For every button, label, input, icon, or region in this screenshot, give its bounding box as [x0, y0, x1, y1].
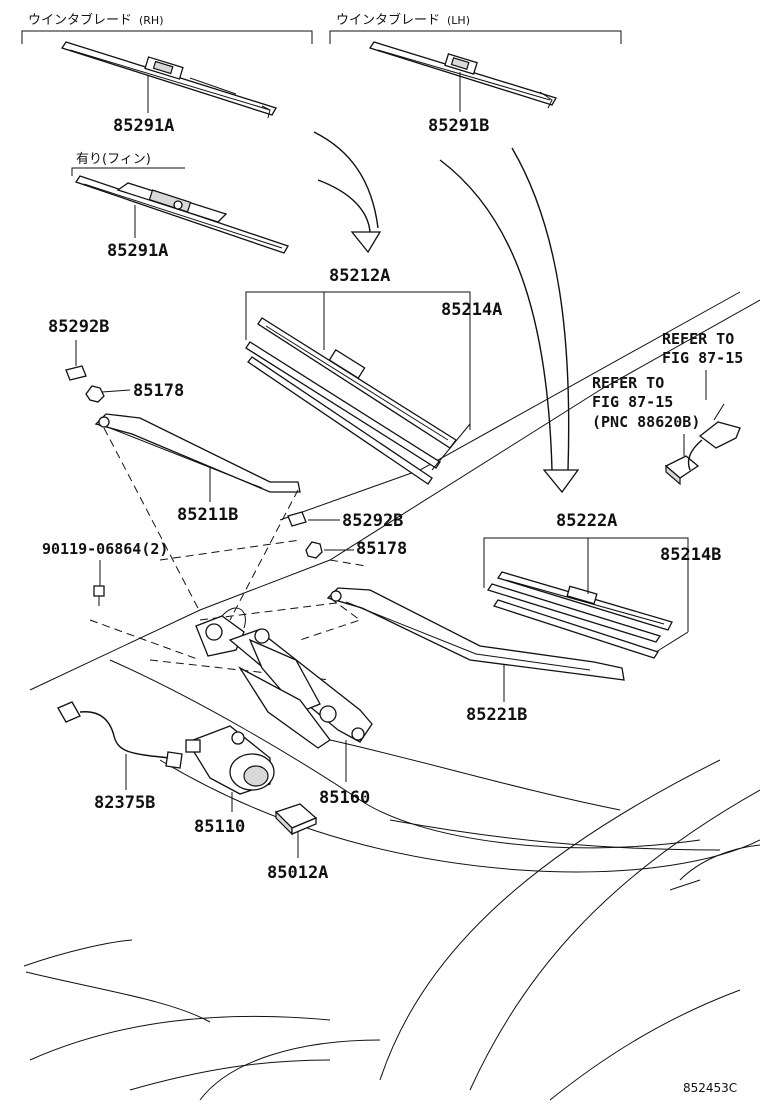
refer-note-1-line2: FIG 87-15	[662, 349, 743, 367]
part-85222A: 85222A	[556, 511, 617, 531]
wiper-arm-rh	[94, 413, 301, 493]
winter-blade-lh	[368, 41, 557, 112]
part-85214B: 85214B	[660, 545, 721, 565]
bracket-85222A	[483, 537, 689, 632]
part-85012A: 85012A	[267, 863, 328, 883]
part-82375B: 82375B	[94, 793, 155, 813]
wiper-arm-lh	[326, 587, 625, 681]
lh-blade-label: ウインタブレード	[336, 12, 440, 28]
washer-nozzle	[664, 455, 700, 486]
lh-blade-suffix: (LH)	[447, 14, 470, 27]
refer-note-2-line2: FIG 87-15	[592, 393, 673, 411]
with-fin-label: 有り(フィン)	[76, 152, 151, 167]
part-85214A: 85214A	[441, 300, 502, 320]
rh-blade-header: ウインタブレード (RH)	[21, 12, 313, 44]
refer-note-2-line3: (PNC 88620B)	[592, 413, 700, 431]
part-85178-left: 85178	[133, 381, 184, 401]
wiper-harness	[57, 701, 183, 769]
part-85211B: 85211B	[177, 505, 238, 525]
with-fin-header: 有り(フィン)	[71, 152, 185, 176]
nut-85178-mid	[305, 541, 323, 559]
diagram-code: 852453C	[683, 1081, 737, 1095]
part-90119: 90119-06864(2)	[42, 540, 168, 558]
part-85292B-left: 85292B	[48, 317, 109, 337]
wiper-blade-lh	[486, 571, 673, 659]
lh-blade-header: ウインタブレード (LH)	[329, 12, 622, 44]
part-85178-mid: 85178	[356, 539, 407, 559]
part-85291A-fin: 85291A	[107, 241, 168, 261]
rh-blade-suffix: (RH)	[139, 14, 164, 27]
wiper-link-assembly	[195, 607, 373, 749]
part-85160: 85160	[319, 788, 370, 808]
wiper-motor	[185, 725, 275, 795]
arrow-to-lh-blade	[439, 147, 580, 494]
nut-85178-left	[85, 385, 105, 403]
bolt-90119	[93, 585, 105, 597]
rh-blade-label: ウインタブレード	[28, 12, 132, 28]
refer-note-2-line1: REFER TO	[592, 374, 664, 392]
part-85221B: 85221B	[466, 705, 527, 725]
washer-hose	[687, 403, 741, 471]
wiper-blade-rh	[245, 317, 457, 485]
cap-85292B-left	[65, 365, 87, 381]
part-85292B-mid: 85292B	[342, 511, 403, 531]
wiper-relay	[274, 803, 318, 836]
part-85110: 85110	[194, 817, 245, 837]
part-85212A: 85212A	[329, 266, 390, 286]
part-85291B: 85291B	[428, 116, 489, 136]
part-85291A-rh: 85291A	[113, 116, 174, 136]
refer-note-1-line1: REFER TO	[662, 330, 734, 348]
winter-blade-fin	[74, 175, 289, 254]
winter-blade-rh	[60, 41, 277, 119]
cap-85292B-mid	[287, 511, 307, 527]
arrow-to-rh-blade	[313, 131, 382, 254]
